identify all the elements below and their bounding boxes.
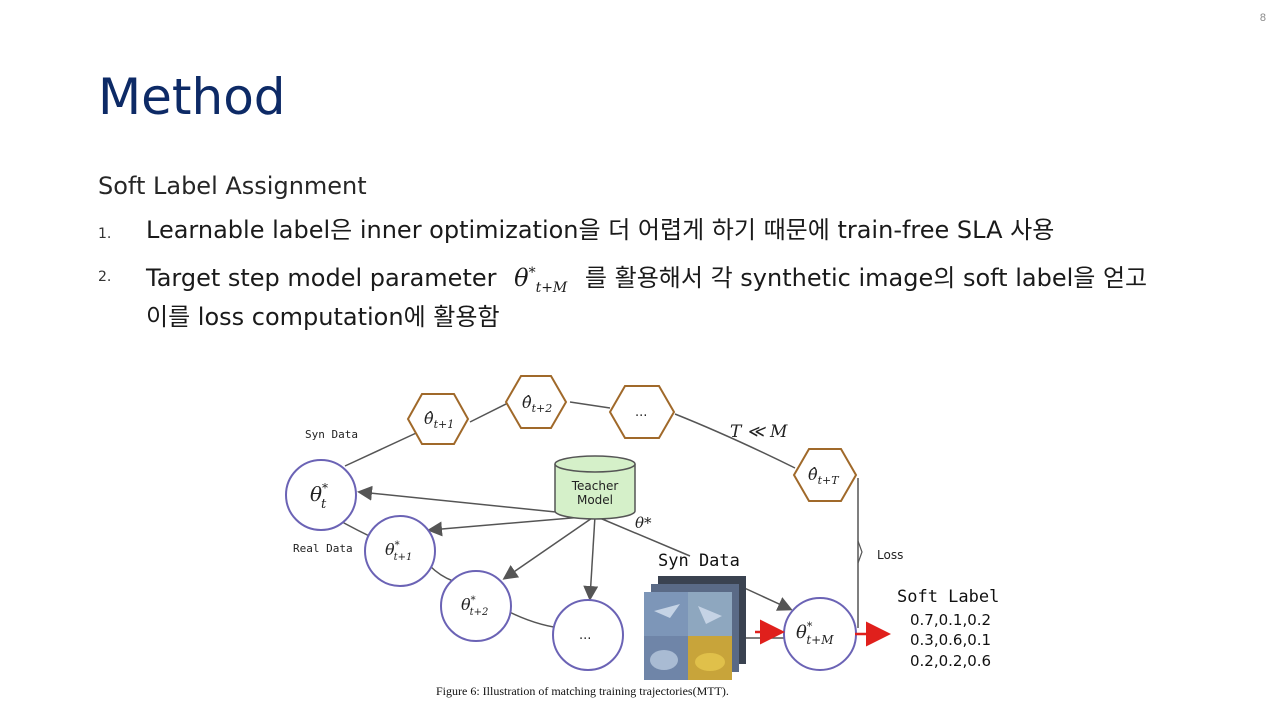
svg-text:...: ... — [635, 405, 647, 420]
circle-node: θ*t+2 — [440, 570, 512, 642]
soft-label-title: Soft Label — [897, 587, 999, 607]
svg-text:Teacher: Teacher — [571, 479, 619, 493]
figure-caption: Figure 6: Illustration of matching train… — [436, 684, 729, 698]
slide-title: Method — [98, 68, 286, 126]
inline-math-theta: θ*t+M — [514, 264, 568, 296]
circle-node: θ*t — [285, 459, 357, 531]
theta-star-label: θ* — [635, 514, 652, 532]
mtt-figure: Loss Syn Data Real Data T ≪ M θ* θ̂t+1 θ… — [270, 366, 1030, 706]
hex-node: θ̂t+T — [792, 448, 858, 502]
circle-node: ... — [552, 599, 624, 671]
list-item-text-before: Target step model parameter — [146, 264, 497, 292]
loss-brace — [857, 540, 863, 564]
real-data-label: Real Data — [293, 542, 353, 555]
circle-node: θ*t+M — [783, 597, 857, 671]
svg-text:θ̂t+T: θ̂t+T — [808, 465, 840, 487]
section-subtitle: Soft Label Assignment — [98, 172, 367, 200]
hex-node: θ̂t+1 — [406, 393, 470, 445]
list-number: 1. — [98, 226, 112, 242]
bullet-list: 1. Learnable label은 inner optimization을 … — [98, 216, 1158, 346]
list-item-text: Learnable label은 inner optimization을 더 어… — [146, 216, 1055, 244]
svg-text:θ*t: θ*t — [310, 481, 328, 512]
trajectory-edge — [344, 401, 859, 628]
list-number: 2. — [98, 269, 112, 285]
svg-text:Model: Model — [577, 493, 613, 507]
hex-node: θ̂t+2 — [504, 375, 568, 429]
synthetic-image-stack — [644, 576, 746, 680]
list-item: 2. Target step model parameter θ*t+M 를 활… — [98, 259, 1158, 332]
page-number: 8 — [1259, 12, 1266, 24]
loss-label: Loss — [877, 548, 903, 562]
svg-text:θ*t+M: θ*t+M — [796, 620, 834, 647]
hex-node: ... — [608, 385, 676, 439]
svg-text:θ*t+2: θ*t+2 — [461, 595, 488, 618]
soft-label-row: 0.2,0.2,0.6 — [910, 652, 991, 670]
svg-text:θ̂t+1: θ̂t+1 — [424, 409, 454, 431]
soft-label-row: 0.7,0.1,0.2 — [910, 611, 991, 629]
soft-label-row: 0.3,0.6,0.1 — [910, 631, 991, 649]
trajectory-edge — [334, 517, 790, 639]
circle-node: θ*t+1 — [364, 515, 436, 587]
list-item-text-after: 를 활용해서 각 synthetic image의 soft label을 얻고… — [146, 264, 1148, 331]
list-item: 1. Learnable label은 inner optimization을 … — [98, 216, 1158, 245]
t-much-less-m-label: T ≪ M — [730, 422, 788, 442]
teacher-model-cylinder: Teacher Model — [554, 455, 636, 520]
mtt-diagram: Loss Syn Data Real Data T ≪ M θ* θ̂t+1 θ… — [285, 375, 999, 698]
svg-text:θ*t+1: θ*t+1 — [385, 540, 412, 563]
svg-text:θ̂t+2: θ̂t+2 — [522, 393, 552, 415]
syn-data-title: Syn Data — [658, 551, 740, 571]
svg-text:...: ... — [579, 628, 591, 643]
syn-data-label: Syn Data — [305, 428, 358, 441]
